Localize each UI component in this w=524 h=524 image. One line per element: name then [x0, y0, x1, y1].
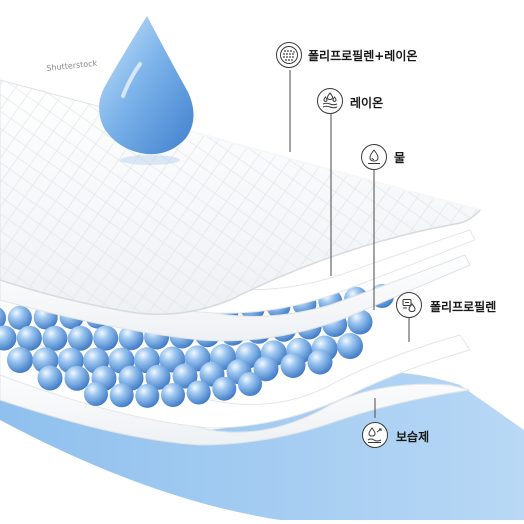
water-bead: [109, 383, 134, 408]
polypropylene-layer: [0, 359, 471, 446]
water-bead: [7, 305, 32, 330]
moisturizer-layer: [0, 372, 524, 520]
water-bead: [67, 325, 93, 351]
label-rayon: 레이온: [350, 96, 384, 110]
mesh-circle-icon: [276, 42, 302, 68]
water-bead: [347, 309, 373, 335]
water-bead: [16, 325, 42, 351]
water-bead: [238, 372, 262, 396]
water-bead: [93, 325, 119, 351]
water-drop: [99, 16, 194, 155]
water-bead: [212, 376, 237, 401]
water-bead: [0, 325, 17, 351]
water-bead: [64, 365, 90, 391]
label-polypropylene-rayon: 폴리프로필렌+레이온: [308, 49, 418, 63]
water-bead: [307, 349, 333, 375]
water-bead: [280, 353, 306, 378]
water-bead: [145, 364, 171, 390]
moisture-skin-icon: [362, 422, 388, 448]
water-bead: [253, 356, 279, 382]
water-fibers-icon: [317, 88, 343, 114]
water-bead: [37, 365, 63, 391]
water-bead: [0, 307, 6, 329]
label-moisturizer: 보습제: [396, 430, 430, 444]
water-bead: [135, 383, 160, 408]
water-bead: [161, 383, 185, 407]
fabric-drop-icon: [396, 292, 422, 318]
leader-lines: [289, 70, 410, 418]
water-bead: [7, 347, 33, 373]
water-bead: [186, 380, 211, 405]
water-bead: [42, 325, 68, 351]
water-bead: [84, 382, 108, 406]
label-water: 물: [394, 151, 406, 165]
water-bead: [172, 363, 198, 389]
water-bead: [337, 333, 363, 359]
water-drop-icon: [361, 144, 387, 170]
label-polypropylene: 폴리프로필렌: [430, 300, 497, 314]
